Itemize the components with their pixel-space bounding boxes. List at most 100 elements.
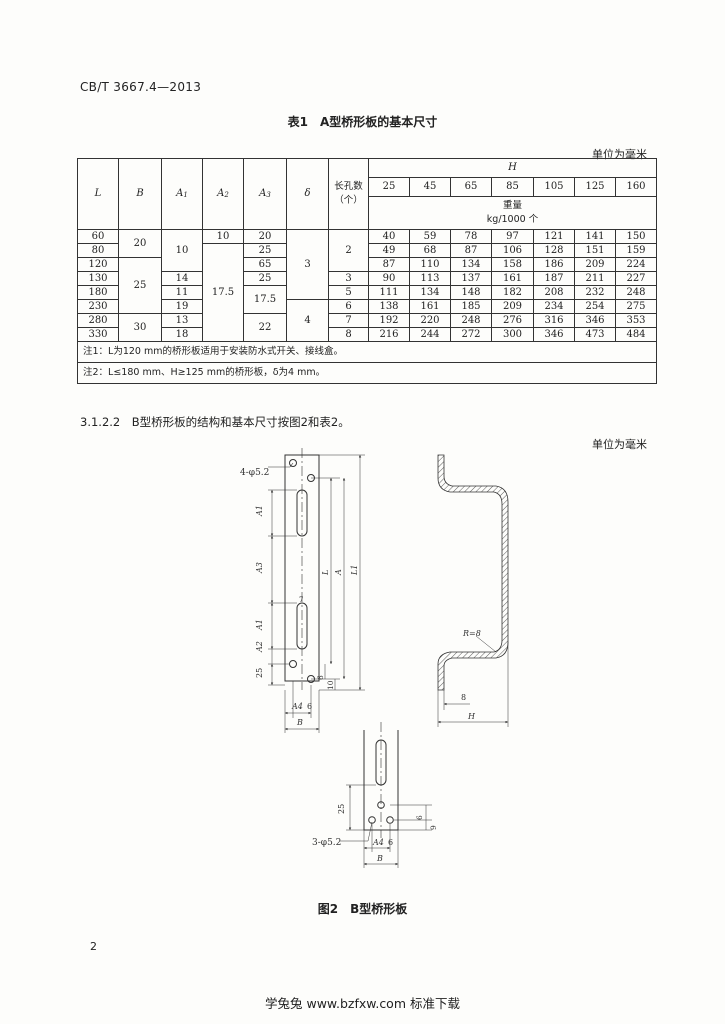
cell-L: 120 [77,257,119,272]
cell-weight: 187 [533,271,575,286]
cell-A3: 25 [243,243,287,258]
cell-A1: 10 [161,229,203,272]
section-profile [437,454,509,691]
cell-weight: 161 [409,299,451,314]
cell-weight: 68 [409,243,451,258]
figure-caption: 图2 B型桥形板 [317,902,408,916]
cell-B: 25 [118,257,162,314]
cell-weight: 220 [409,313,451,328]
footer-watermark[interactable]: 学兔兔 www.bzfxw.com 标准下载 [265,996,460,1011]
cell-weight: 300 [491,327,534,342]
cell-L: 230 [77,299,119,314]
cell-weight: 208 [533,285,575,300]
header-L: L [77,158,119,230]
label-25: 25 [255,668,264,678]
dimension-table: L B A1 A2 A3 δ 长孔数（个） H 25 45 65 85 105 … [77,158,657,384]
table-row: 280 30 13 22 7 192 220 248 276 316 346 3… [77,313,657,342]
h-col-5: 125 [574,177,616,197]
hole [289,459,297,467]
cell-weight: 137 [450,271,492,286]
cell-L: 80 [77,243,119,258]
cell-weight: 134 [450,257,492,272]
cell-B: 20 [118,229,162,258]
cell-weight: 161 [491,271,534,286]
table-row: 120 25 65 87 110 134 158 186 209 224 [77,257,657,314]
table-row: 330 18 8 216 244 272 300 346 473 484 [77,327,657,342]
cell-weight: 346 [574,313,616,328]
cell-weight: 151 [574,243,616,258]
cell-weight: 209 [574,257,616,272]
label-A3: A3 [255,562,264,574]
front-view [268,448,365,733]
cell-weight: 150 [615,229,657,244]
cell-A3: 65 [243,257,287,272]
header-H: H [368,158,657,178]
table-row: 230 19 4 6 138 161 185 209 234 254 275 [77,299,657,342]
cell-weight: 111 [368,285,410,300]
h-col-1: 45 [409,177,451,197]
label-6c: 6 [415,815,424,820]
cell-weight: 158 [491,257,534,272]
cell-A2: 17.5 [202,243,244,342]
figure-drawing: 4-φ5.2 A1 A3 A1 A2 25 L A L1 6 10 A4 6 B… [240,448,509,868]
cell-weight: 134 [409,285,451,300]
cell-A3: 22 [243,313,287,342]
cell-weight: 272 [450,327,492,342]
label-9: 9 [429,825,438,830]
h-col-3: 85 [491,177,534,197]
label-6b: 6 [307,702,312,711]
cell-L: 280 [77,313,119,328]
cell-weight: 87 [368,257,410,272]
cell-B: 30 [118,313,162,342]
cell-weight: 97 [491,229,534,244]
label-Bb: B [376,854,383,863]
cell-A3: 20 [243,229,287,244]
cell-A1: 13 [161,313,203,328]
cell-weight: 275 [615,299,657,314]
label-R: R=8 [462,629,481,638]
cell-A2: 10 [202,229,244,244]
table-row: 130 14 25 3 90 113 137 161 187 211 227 [77,271,657,286]
label-6d: 6 [388,838,393,847]
slot [296,489,308,537]
cell-weight: 90 [368,271,410,286]
cell-weight: 40 [368,229,410,244]
cell-L: 180 [77,285,119,300]
cell-weight: 110 [409,257,451,272]
cell-slots: 6 [328,299,369,314]
cell-weight: 227 [615,271,657,286]
side-view [437,454,509,727]
label-A1b: A1 [255,619,264,631]
cell-weight: 59 [409,229,451,244]
label-A4: A4 [291,702,303,711]
cell-weight: 128 [533,243,575,258]
detail-hole [368,816,376,824]
header-slots: 长孔数（个） [328,158,369,230]
cell-weight: 186 [533,257,575,272]
label-holes3: 3-φ5.2 [312,838,341,848]
cell-weight: 216 [368,327,410,342]
cell-weight: 141 [574,229,616,244]
label-H: H [467,712,476,721]
cell-weight: 182 [491,285,534,300]
cell-weight: 346 [533,327,575,342]
h-col-4: 105 [533,177,575,197]
slot [296,602,308,650]
figure-unit: 单位为毫米 [592,438,647,451]
cell-weight: 192 [368,313,410,328]
label-holes4: 4-φ5.2 [240,468,269,478]
cell-delta: 4 [286,299,329,342]
header-B: B [118,158,162,230]
cell-weight: 353 [615,313,657,328]
cell-L: 330 [77,327,119,342]
cell-weight: 121 [533,229,575,244]
cell-weight: 113 [409,271,451,286]
label-A1: A1 [255,505,264,517]
cell-weight: 106 [491,243,534,258]
cell-weight: 224 [615,257,657,272]
cell-slots: 5 [328,285,369,300]
cell-A3: 25 [243,271,287,286]
cell-weight: 484 [615,327,657,342]
label-25b: 25 [337,804,346,814]
label-L1: L1 [350,565,359,576]
